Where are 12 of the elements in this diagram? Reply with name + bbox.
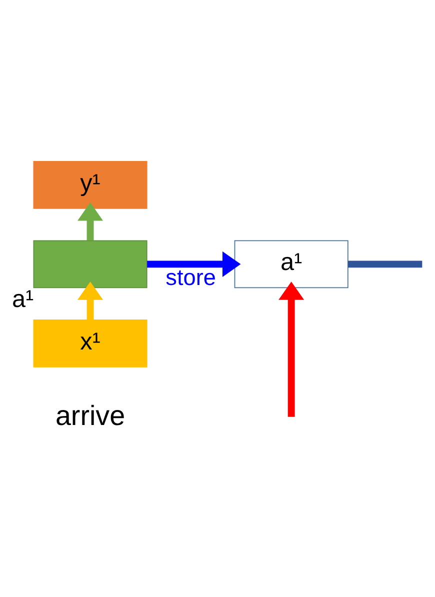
node-box: a¹	[234, 240, 348, 288]
node-box	[33, 240, 148, 288]
arrow	[77, 281, 104, 320]
arrow	[147, 250, 241, 276]
node-label: a¹	[12, 286, 34, 313]
arrow	[278, 281, 304, 416]
label: arrive	[55, 399, 126, 430]
arrow	[77, 202, 104, 240]
node-box: x¹	[33, 318, 148, 367]
node-box: y¹	[33, 160, 148, 208]
connector	[348, 260, 422, 268]
edge-label: store	[166, 264, 216, 290]
